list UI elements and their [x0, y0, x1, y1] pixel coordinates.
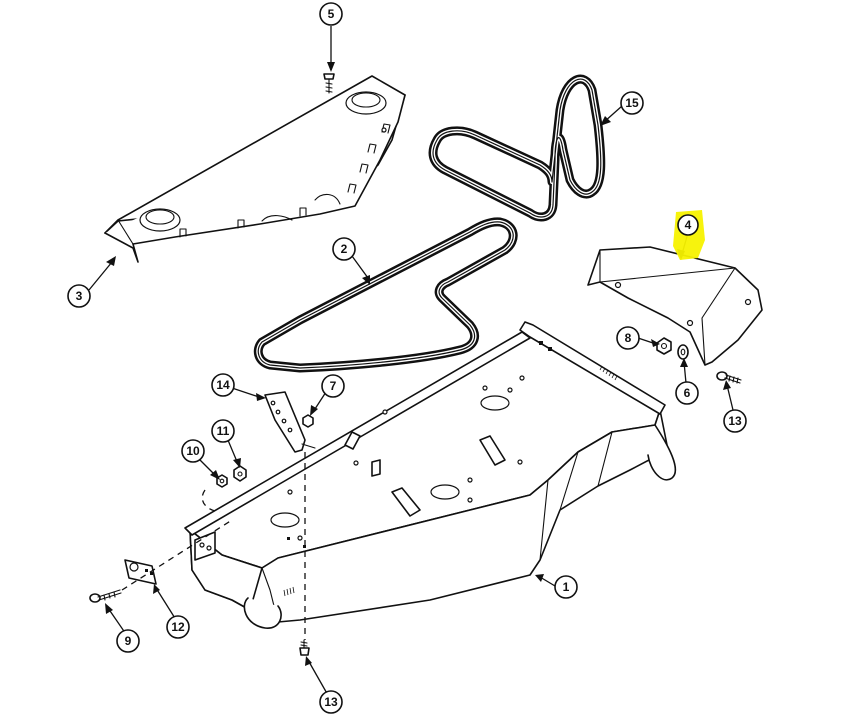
belt-shield-part-3: [104, 75, 406, 263]
callout-14-label: 14: [216, 378, 230, 392]
callout-6: 6: [675, 381, 699, 405]
callout-15: 15: [620, 91, 644, 115]
screw-part-5: [323, 73, 335, 94]
callout-14: 14: [211, 373, 235, 397]
nut-part-10: [216, 474, 228, 488]
callout-3-label: 3: [76, 289, 83, 303]
callout-13-right-label: 13: [728, 414, 742, 428]
callout-8: 8: [616, 326, 640, 350]
callout-10-label: 10: [186, 444, 200, 458]
plate-part-12: [124, 559, 157, 585]
callout-11: 11: [211, 419, 235, 443]
callout-3: 3: [67, 284, 91, 308]
callout-15-label: 15: [625, 96, 639, 110]
callout-7-label: 7: [330, 379, 337, 393]
nut-part-11: [233, 465, 247, 482]
callout-10: 10: [181, 439, 205, 463]
callout-6-label: 6: [684, 386, 691, 400]
callout-11-label: 11: [217, 424, 230, 438]
assembly-line-side-fasteners: [121, 489, 233, 591]
callout-13-bottom: 13: [319, 690, 343, 714]
callout-12-label: 12: [171, 620, 185, 634]
callout-1-label: 1: [563, 580, 570, 594]
nut-part-8: [656, 337, 672, 355]
callout-1: 1: [554, 575, 578, 599]
bolt-part-9: [89, 589, 122, 603]
leader-lines: [88, 26, 734, 698]
drive-belt-part-15: [428, 74, 606, 222]
callout-7: 7: [321, 374, 345, 398]
callout-13-bottom-label: 13: [324, 695, 338, 709]
bolt-part-13-bottom: [299, 639, 310, 656]
callout-9: 9: [116, 629, 140, 653]
callout-8-label: 8: [625, 331, 632, 345]
callout-5: 5: [319, 2, 343, 26]
callout-4-label: 4: [685, 218, 692, 232]
callout-2-label: 2: [341, 242, 348, 256]
callout-12: 12: [166, 615, 190, 639]
callout-2: 2: [332, 237, 356, 261]
callout-4: 4: [677, 214, 699, 236]
bracket-part-14: [264, 391, 316, 453]
bolt-part-13-right: [716, 371, 742, 384]
callout-9-label: 9: [125, 634, 132, 648]
mower-deck-part-1: [184, 321, 677, 629]
side-shield-part-4: [587, 246, 763, 366]
washer-part-6: [677, 344, 689, 360]
drive-belt-part-2: [253, 217, 518, 373]
callout-5-label: 5: [328, 7, 335, 21]
nut-part-7: [302, 414, 314, 428]
callout-13-right: 13: [723, 409, 747, 433]
